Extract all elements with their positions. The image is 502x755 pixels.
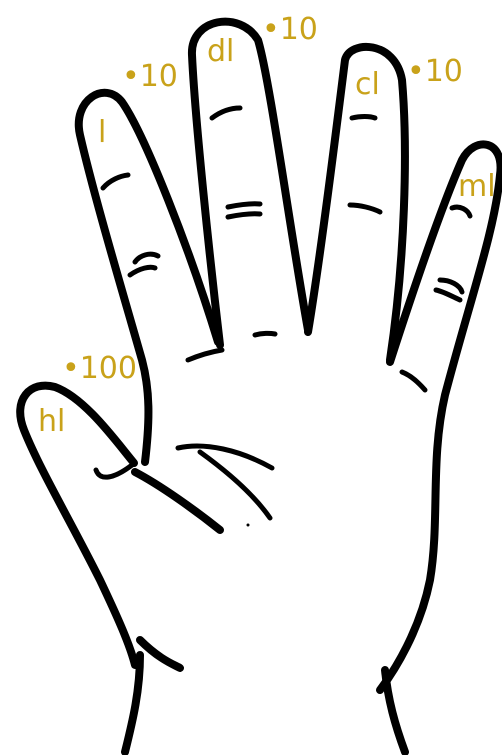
palm-dot [247,524,250,527]
ring-crease-1 [352,117,375,119]
index-crease-1 [103,175,128,188]
little-crease-3 [436,290,460,300]
thumb-crease [96,465,132,477]
index-name-label: l [98,118,106,148]
base-crease-little [402,372,425,390]
little-name-label: ml [458,172,496,202]
middle-value-label: •10 [262,15,318,45]
middle-crease-2 [228,204,260,207]
palm-line-heart [178,446,272,468]
index-value-label: •10 [122,62,178,92]
ring-crease-2 [350,205,380,212]
middle-crease-1 [212,108,240,118]
middle-crease-3 [228,214,260,217]
index-crease-2 [135,254,158,262]
base-crease-index [188,350,222,360]
middle-name-label: dl [207,37,234,67]
middle-finger-outline [192,22,308,345]
ring-name-label: cl [355,70,380,100]
little-finger-outline [380,144,501,690]
thumb-web [135,472,220,530]
thumb-value-label: •100 [62,354,137,384]
wrist-right [385,670,405,752]
wrist-left [125,655,140,752]
little-crease-1 [452,207,470,216]
palm-base [140,640,180,668]
thumb-name-label: hl [38,407,65,437]
ring-value-label: •10 [407,57,463,87]
base-crease-middle [255,333,275,335]
index-crease-3 [130,267,155,275]
